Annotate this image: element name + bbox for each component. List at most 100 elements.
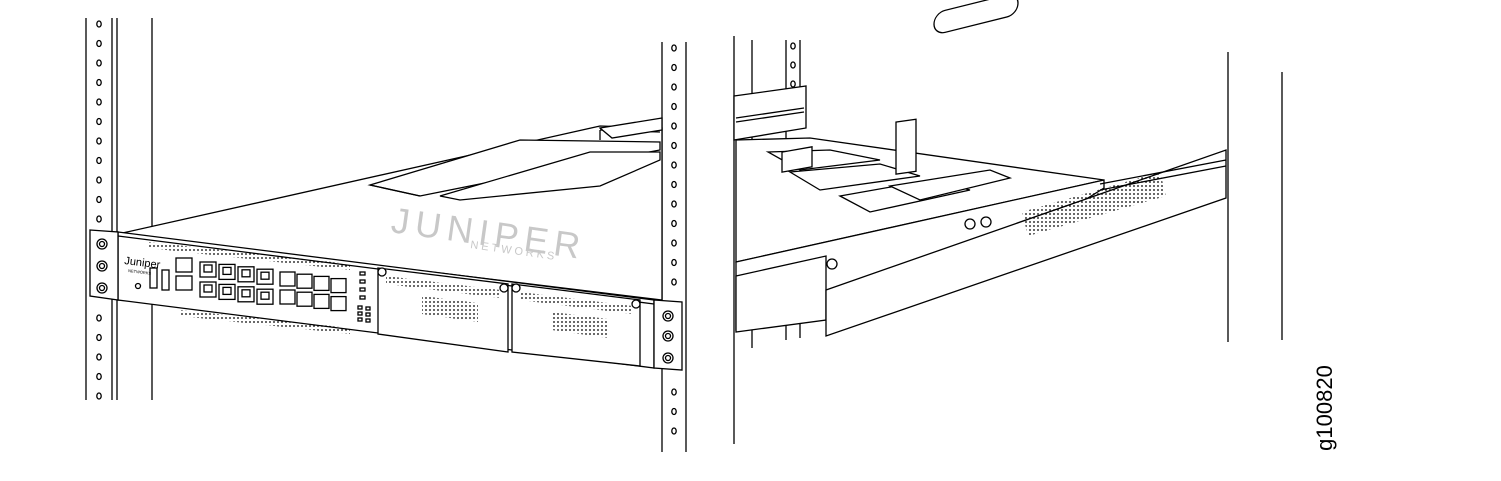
ethernet-port-icon (256, 268, 274, 285)
status-led-icon (365, 318, 371, 323)
rack-hole-icon (790, 42, 796, 50)
rack-hole-icon (671, 407, 677, 416)
rack-hole-icon (671, 122, 677, 130)
mounting-screw-icon (826, 258, 838, 270)
ethernet-port-icon (199, 261, 217, 278)
status-led-icon (365, 306, 371, 311)
captive-screw-icon (499, 283, 509, 293)
slide-rail (825, 149, 1227, 337)
ethernet-port-block (199, 261, 274, 305)
rack-hole-icon (671, 180, 677, 189)
ethernet-port-icon (237, 286, 255, 303)
ethernet-port-jack (260, 271, 270, 280)
rack-hole-icon (671, 141, 677, 150)
status-led-icon (357, 317, 363, 322)
status-led-icon (357, 305, 363, 310)
module-slot-1 (377, 267, 509, 353)
rack-holes-right (671, 44, 677, 435)
status-led-icon (365, 312, 371, 317)
rack-hole-icon (671, 219, 677, 228)
ethernet-port-jack (203, 264, 213, 273)
rack-hole-icon (96, 176, 102, 184)
ethernet-port-jack (222, 266, 232, 276)
sfp-port-icon (296, 291, 313, 307)
ethernet-port-icon (218, 263, 236, 281)
sfp-port-block (279, 271, 347, 312)
rack-hole-icon (671, 239, 677, 247)
front-view: JUNIPER NETWORKS (85, 18, 687, 452)
ethernet-port-icon (256, 288, 274, 305)
sfp-port-icon (279, 289, 296, 305)
status-led-icon (359, 295, 366, 300)
rack-hole-icon (790, 80, 796, 88)
ethernet-port-icon (218, 283, 236, 301)
usb-port-icon (149, 267, 158, 289)
rack-hole-icon (96, 98, 102, 106)
rack-hole-icon (671, 161, 677, 169)
left-mounting-ear (89, 229, 119, 301)
ethernet-port-icon (175, 257, 193, 273)
rack-hole-icon (96, 215, 102, 223)
rail-slot (933, 0, 1019, 34)
rack-hole-icon (96, 78, 102, 87)
status-led-icon (357, 311, 363, 316)
ethernet-port-jack (241, 269, 251, 278)
usb-port-icon (161, 269, 170, 291)
side-view (733, 0, 1283, 444)
rack-hole-icon (671, 83, 677, 91)
captive-screw-icon (377, 267, 387, 277)
usb-ports (134, 267, 170, 291)
ethernet-port-jack (241, 289, 251, 298)
front-sub-brand: NETWORKS (128, 268, 152, 276)
rack-hole-icon (96, 156, 102, 165)
rack-hole-icon (671, 427, 677, 435)
sfp-port-icon (296, 273, 313, 289)
power-button-icon (134, 282, 142, 290)
ethernet-port-icon (175, 275, 193, 291)
figure-id-label: g100820 (1312, 365, 1337, 451)
right-rack-post (661, 42, 687, 452)
rack-hole-icon (671, 278, 677, 286)
mounting-screw-icon (964, 218, 976, 230)
rail-bracket (733, 85, 807, 141)
rack-hole-icon (96, 59, 102, 67)
rack-hole-icon (96, 39, 102, 48)
status-leds (357, 271, 371, 323)
rack-hole-icon (96, 353, 102, 361)
front-brand-logo: Juniper (124, 255, 162, 271)
rack-hole-icon (96, 372, 102, 381)
rack-hole-icon (96, 195, 102, 204)
rack-hole-icon (671, 102, 677, 111)
rack-hole-icon (96, 392, 102, 400)
module-slot-2 (511, 283, 641, 367)
rack-hole-icon (671, 258, 677, 267)
sfp-port-icon (330, 295, 347, 312)
status-led-icon (359, 279, 366, 284)
rack-hole-icon (671, 63, 677, 72)
ethernet-port-icon (199, 281, 217, 298)
rack-hole-icon (96, 20, 102, 28)
rack-hole-icon (96, 314, 102, 322)
rack-hole-icon (671, 388, 677, 396)
rack-holes-left (96, 20, 102, 400)
left-rack-post (85, 18, 153, 400)
mounting-screw-icon (980, 216, 992, 228)
rack-holes-side (790, 42, 796, 88)
ethernet-port-icon (237, 266, 255, 283)
rack-hole-icon (96, 333, 102, 342)
ethernet-port-jack (203, 284, 213, 293)
management-ports (175, 257, 193, 291)
sfp-port-icon (313, 293, 330, 310)
rack-hole-icon (671, 200, 677, 208)
rack-hole-icon (96, 117, 102, 126)
ethernet-port-jack (260, 291, 270, 300)
captive-screw-icon (631, 299, 641, 309)
status-led-icon (359, 287, 366, 292)
sfp-port-icon (330, 277, 347, 294)
rack-hole-icon (96, 137, 102, 145)
sfp-port-icon (279, 271, 296, 287)
rack-hole-icon (671, 44, 677, 52)
chassis-top (117, 117, 663, 301)
rack-hole-icon (790, 61, 796, 69)
